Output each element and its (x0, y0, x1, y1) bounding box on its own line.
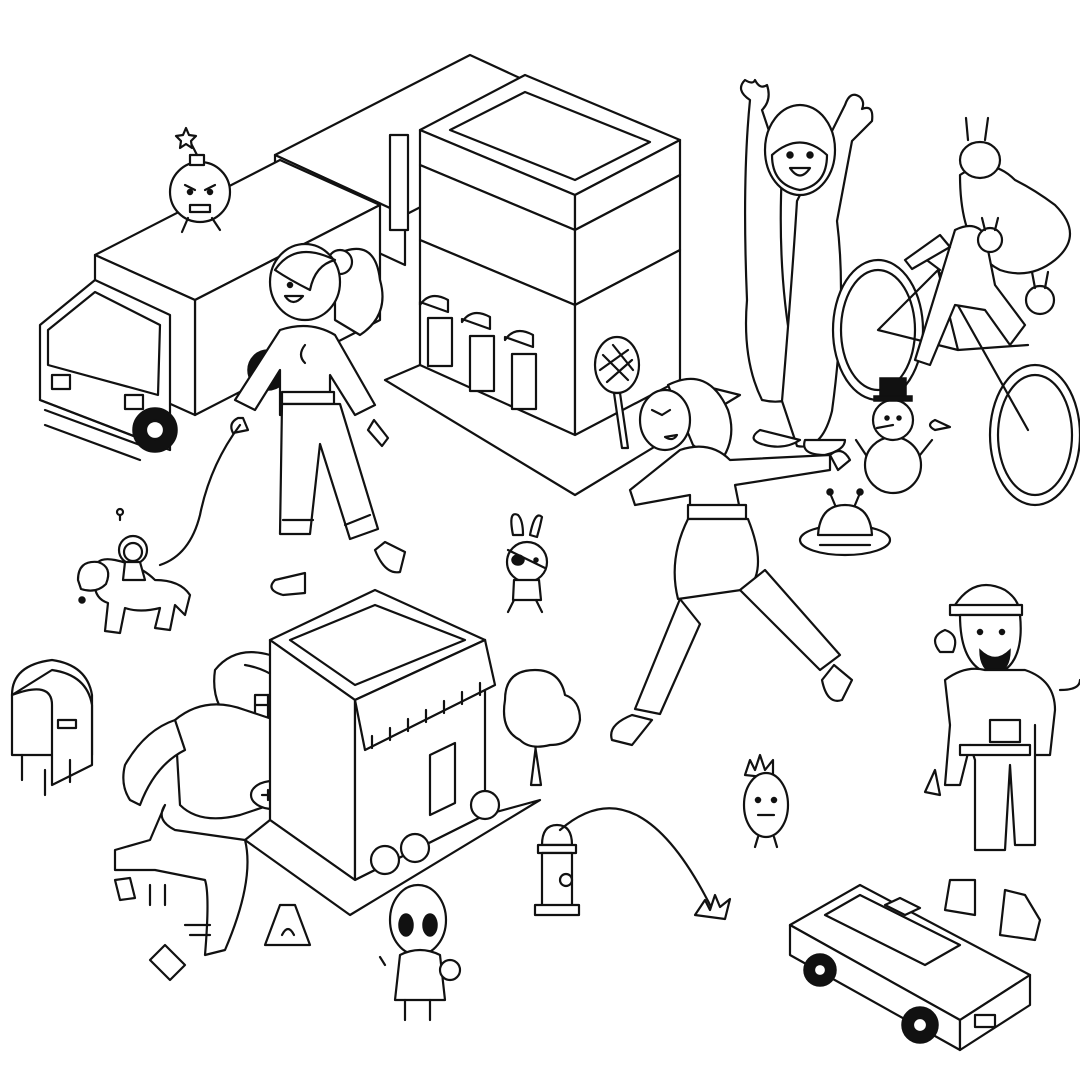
worker-with-pig (923, 583, 1080, 942)
tennis-player-woman (593, 335, 854, 747)
taxi (788, 883, 1032, 1052)
pineapple-character (742, 753, 790, 849)
cyclist-with-bunnies (831, 116, 1080, 507)
tree (502, 668, 582, 787)
eyepatch-bunny (505, 513, 549, 614)
bomb-character (168, 126, 232, 234)
fire-hydrant (533, 807, 732, 921)
corner-shop (243, 588, 542, 917)
snowman (854, 377, 934, 495)
wet-floor-sign (263, 903, 312, 947)
ufo (798, 488, 892, 557)
yeti (739, 78, 874, 457)
dog-with-astronaut-rider (76, 507, 192, 635)
woman-walking-dog (158, 242, 407, 597)
mailbox (10, 658, 94, 797)
alien-with-teddy (378, 883, 462, 1022)
